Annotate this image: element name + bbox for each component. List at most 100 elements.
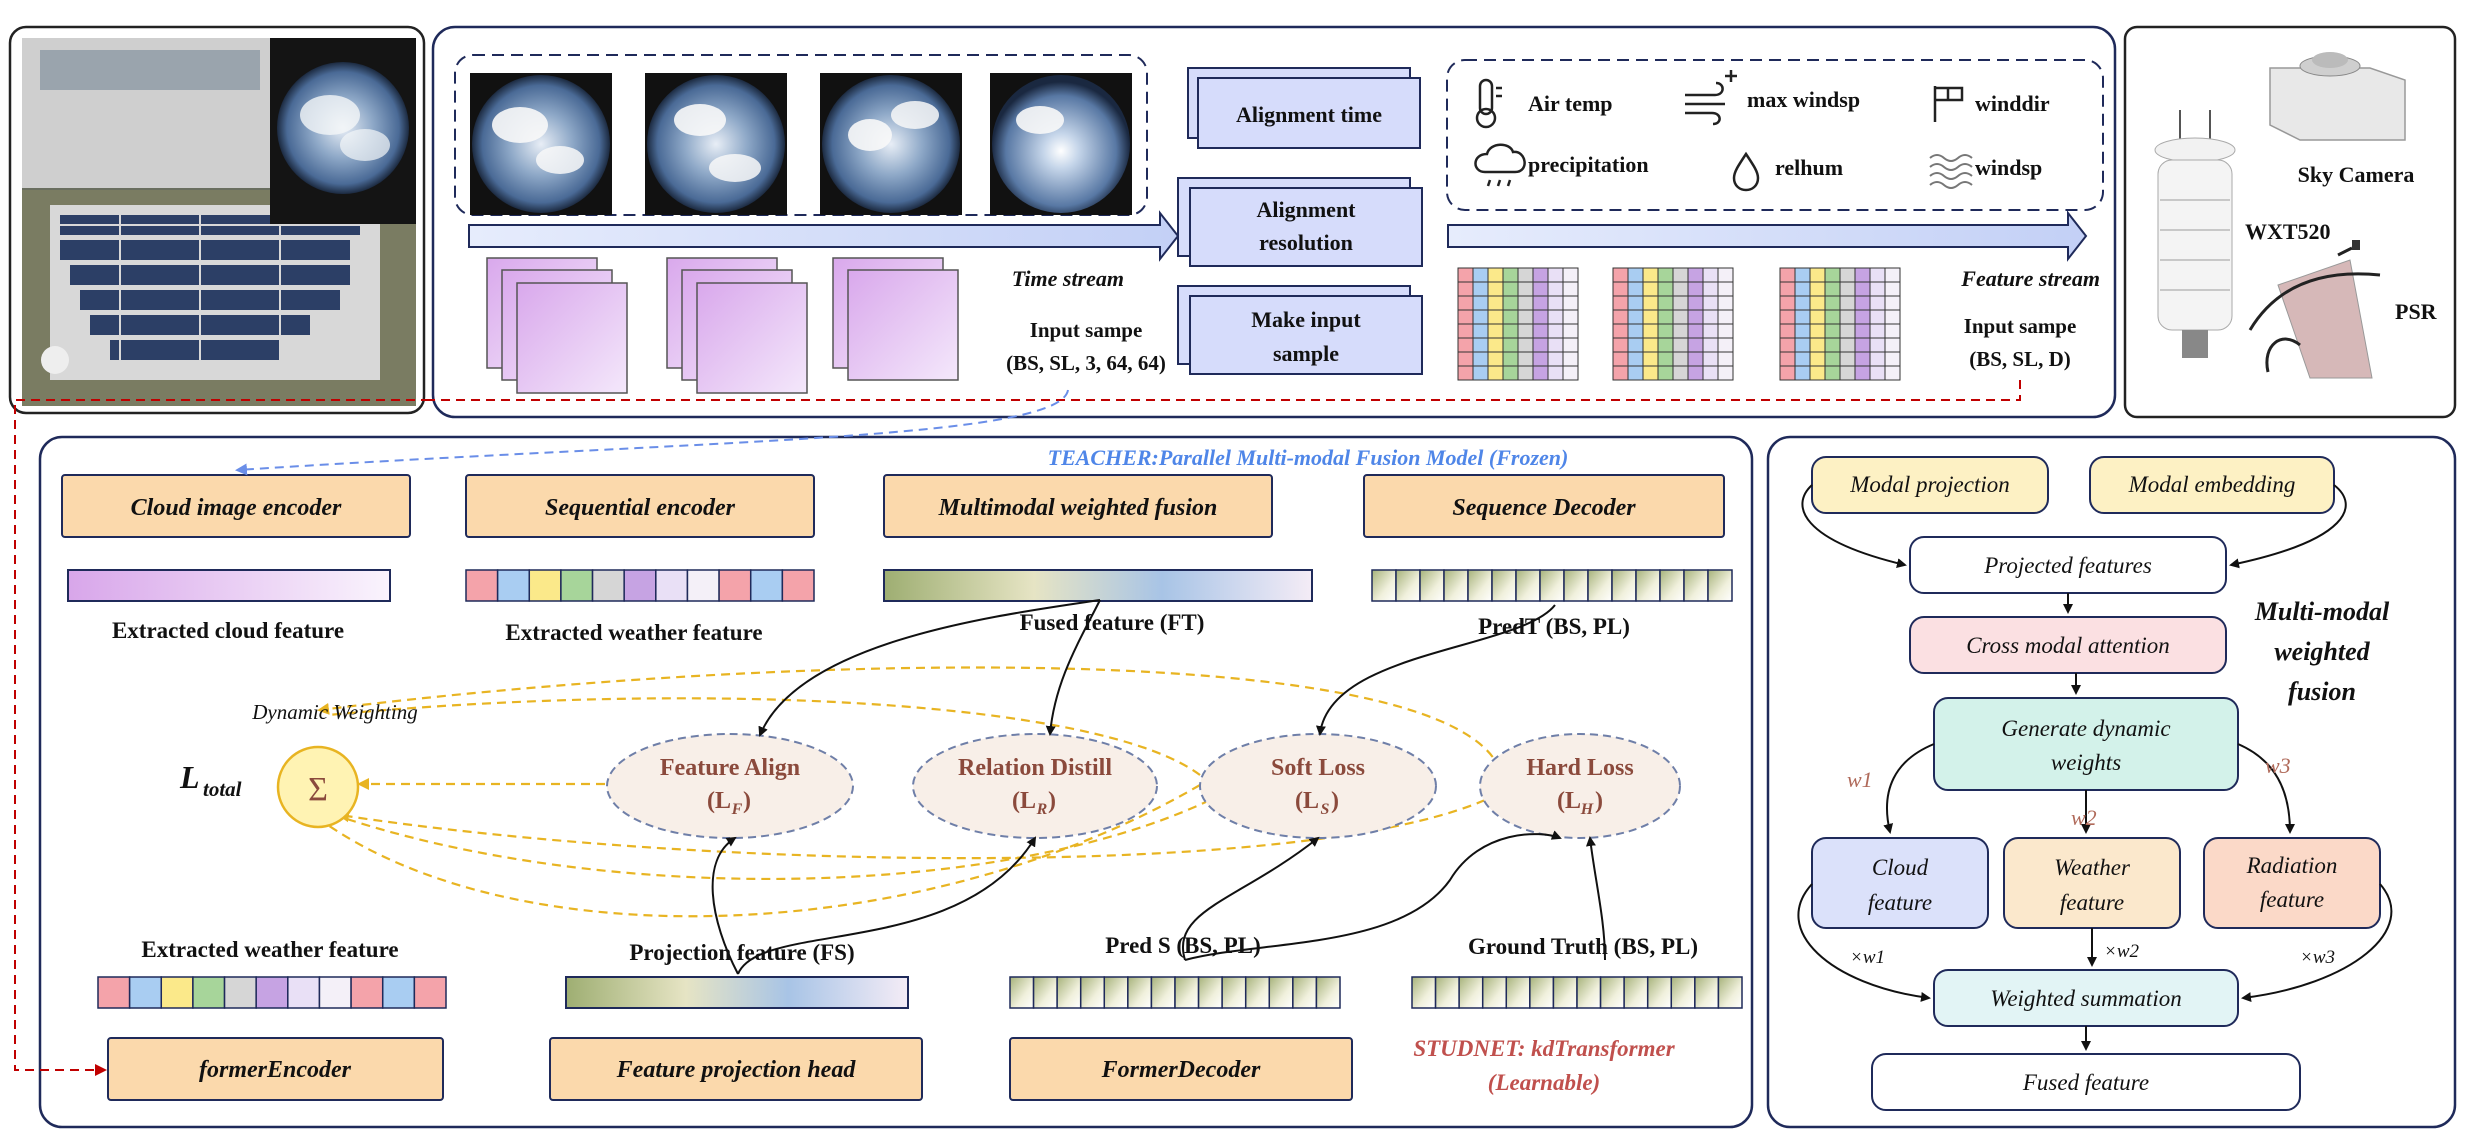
feature-table-cell: [1472, 309, 1489, 325]
feature-table-cell: [1717, 281, 1734, 297]
cloud-image-encoder-label: Cloud image encoder: [131, 495, 342, 521]
feature-table-cell: [1824, 281, 1841, 297]
feature-table-cell: [1502, 337, 1519, 353]
multimodal-fusion-label: Multimodal weighted fusion: [938, 495, 1218, 521]
feature-table-cell: [1547, 365, 1564, 381]
feature-table-cell: [1487, 337, 1504, 353]
feature-table-cell: [1702, 337, 1719, 353]
feature-cell: [1481, 976, 1508, 1009]
feature-table-cell: [1702, 309, 1719, 325]
feature-table-cell: [1717, 267, 1734, 283]
soft-loss-symbol: (L: [1295, 788, 1319, 814]
feature-table-cell: [1457, 351, 1474, 367]
feature-table-cell: [1612, 365, 1629, 381]
make-input-label-2: sample: [1273, 341, 1339, 366]
generate-weights-box: Generate dynamic weights: [1933, 697, 2239, 791]
feature-table-cell: [1824, 365, 1841, 381]
image-tensor-stacks: [486, 257, 959, 394]
feature-table-cell: [1794, 365, 1811, 381]
humidity-drop-icon: [1732, 151, 1760, 192]
feature-cell: [591, 569, 625, 602]
feature-table-cell: [1687, 267, 1704, 283]
flag-icon: [1933, 86, 1964, 122]
feature-table-cell: [1854, 309, 1871, 325]
former-decoder-label: FormerDecoder: [1101, 1057, 1261, 1083]
sequence-decoder-box: Sequence Decoder: [1363, 474, 1725, 538]
feature-table-cell: [1532, 337, 1549, 353]
feature-cell: [749, 569, 784, 602]
feature-cell: [1707, 569, 1733, 602]
feature-table-cell: [1672, 323, 1689, 339]
feature-table-cell: [1517, 309, 1534, 325]
feature-input-link: [430, 380, 2021, 401]
feature-cell: [1683, 569, 1709, 602]
feature-cell: [1611, 569, 1637, 602]
ground-truth-label: Ground Truth (BS, PL): [1468, 934, 1698, 959]
feature-table-cell: [1657, 351, 1674, 367]
feature-cell: [465, 569, 499, 602]
feature-table-cell: [1794, 281, 1811, 297]
weather-feature-bar-student: [97, 976, 447, 1009]
psr-label: PSR: [2395, 299, 2438, 324]
input-feat-line2: (BS, SL, D): [1969, 347, 2071, 371]
feature-table-cell: [1672, 309, 1689, 325]
feature-table-cell: [1502, 309, 1519, 325]
feature-cell: [1694, 976, 1720, 1009]
feature-table-cell: [1839, 337, 1856, 353]
feature-table-cell: [1854, 281, 1871, 297]
sequential-encoder-label: Sequential encoder: [545, 495, 736, 521]
w1-label: w1: [1847, 767, 1873, 792]
alignment-resolution-label-2: resolution: [1259, 230, 1353, 255]
feature-table-cell: [1779, 337, 1796, 353]
feature-cell: [1079, 976, 1106, 1009]
feature-table-cell: [1779, 309, 1796, 325]
xw3-label: ×w3: [2300, 947, 2335, 968]
fused-feature-box: Fused feature: [1871, 1053, 2301, 1111]
feature-table-cell: [1702, 295, 1719, 311]
feature-table-cell: [1627, 337, 1644, 353]
pred-t-bar: [1371, 569, 1733, 602]
hard-loss-symbol: (L: [1557, 788, 1581, 814]
feature-table-cell: [1562, 295, 1579, 311]
weather-var-windsp: windsp: [1975, 155, 2042, 180]
feature-table-cell: [1517, 337, 1534, 353]
feature-table-cell: [1532, 365, 1549, 381]
feature-table-cell: [1824, 267, 1841, 283]
feature-table-cell: [1532, 281, 1549, 297]
feature-table-cell: [1502, 267, 1519, 283]
feature-table-cell: [1612, 267, 1629, 283]
fusion-title-2: weighted: [2274, 637, 2370, 666]
feature-cell: [1221, 976, 1247, 1009]
feature-table-cell: [1854, 365, 1871, 381]
cloud-image-encoder-box: Cloud image encoder: [61, 474, 411, 538]
feature-table-cell: [1502, 365, 1519, 381]
feature-table-cell: [1487, 281, 1504, 297]
time-stream-arrow: [468, 210, 1180, 262]
feature-table-cell: [1794, 337, 1811, 353]
generate-weights-label-1: Generate dynamic: [2001, 716, 2170, 741]
feature-table-cell: [1642, 323, 1659, 339]
projected-features-box: Projected features: [1909, 536, 2227, 594]
fusion-panel: [1766, 435, 2457, 1129]
feature-cell: [1717, 976, 1743, 1009]
feature-table-cell: [1612, 337, 1629, 353]
feature-cell: [718, 569, 752, 602]
modal-projection-box: Modal projection: [1811, 456, 2049, 514]
wind-plus-icon: [1685, 70, 1737, 126]
feature-cell: [1458, 976, 1484, 1009]
weather-feature-label-2: feature: [2060, 890, 2124, 915]
cloud-feature-label-1: Cloud: [1872, 855, 1929, 880]
feature-table-cell: [1657, 267, 1674, 283]
feature-table-cell: [1869, 281, 1886, 297]
sky-camera-device: [2269, 52, 2406, 141]
feature-cell: [223, 976, 257, 1009]
sum-node: [276, 745, 360, 829]
feature-table-cell: [1562, 351, 1579, 367]
feature-cell: [318, 976, 352, 1009]
feature-cell: [381, 976, 416, 1009]
weighted-summation-box: Weighted summation: [1933, 969, 2239, 1027]
feature-cell: [1505, 976, 1531, 1009]
feature-table-cell: [1884, 365, 1901, 381]
feature-table-cell: [1702, 351, 1719, 367]
feature-table-cell: [1487, 323, 1504, 339]
